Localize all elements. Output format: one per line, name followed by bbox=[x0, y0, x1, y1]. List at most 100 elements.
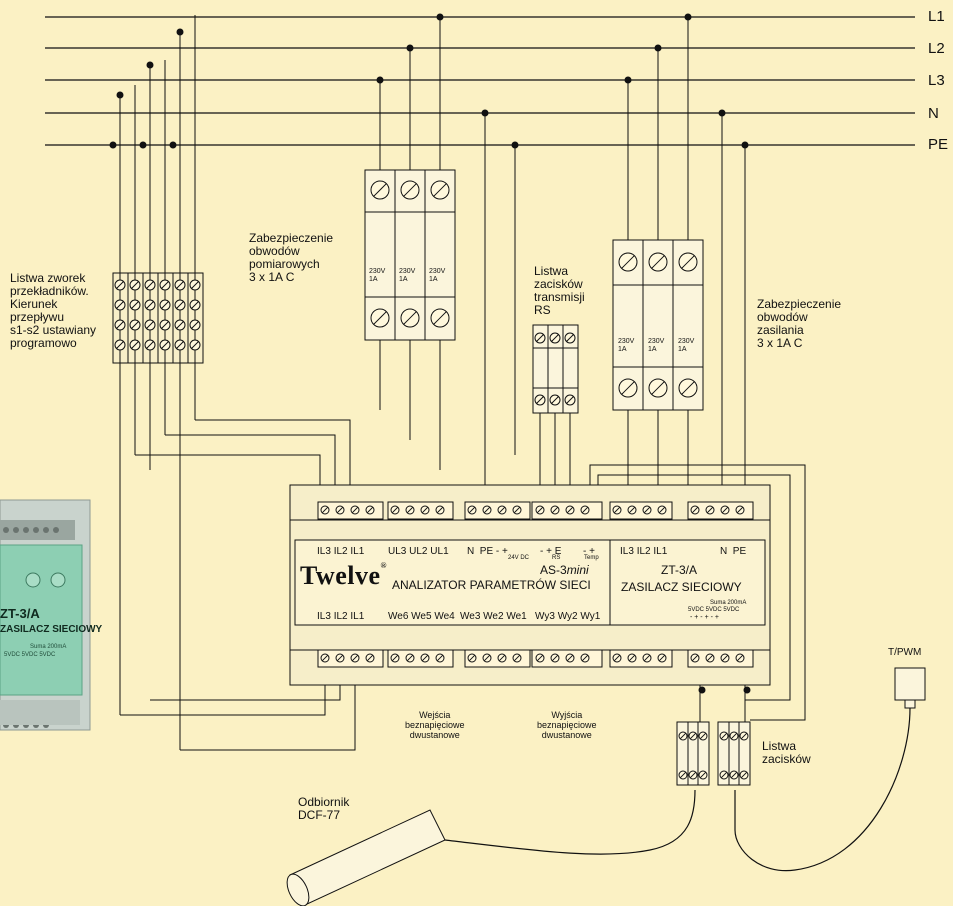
pin-labels-bottom-inputs-a: We6 We5 We4 bbox=[388, 611, 455, 622]
device-screw bbox=[390, 653, 400, 663]
device-screw bbox=[350, 505, 360, 515]
strip-screw bbox=[729, 731, 739, 741]
device-photo bbox=[0, 499, 91, 731]
device-screw bbox=[435, 505, 445, 515]
fuse-screw bbox=[678, 378, 698, 398]
strip-screw bbox=[678, 770, 688, 780]
device-screw bbox=[580, 653, 590, 663]
line-label-l2: L2 bbox=[928, 40, 945, 57]
device-screw bbox=[482, 505, 492, 515]
device-screw bbox=[735, 505, 745, 515]
device-screw bbox=[642, 653, 652, 663]
pin-sublabel-24v: 24V DC bbox=[508, 555, 530, 561]
fuse-screw bbox=[648, 378, 668, 398]
photo-current: Suma 200mA bbox=[30, 644, 67, 650]
ct-screw bbox=[189, 279, 201, 291]
line-label-n: N bbox=[928, 105, 939, 122]
strip-screw bbox=[719, 731, 729, 741]
line-label-l1: L1 bbox=[928, 8, 945, 25]
device-screw bbox=[657, 653, 667, 663]
ct-screw bbox=[159, 319, 171, 331]
device-screw bbox=[390, 505, 400, 515]
device-screw bbox=[420, 505, 430, 515]
device-screw bbox=[467, 653, 477, 663]
rs-screw bbox=[534, 332, 546, 344]
ct-screw bbox=[189, 299, 201, 311]
ct-screw bbox=[174, 339, 186, 351]
device-screw bbox=[497, 505, 507, 515]
device-screw bbox=[642, 505, 652, 515]
device-screw bbox=[350, 653, 360, 663]
pin-labels-psu-ct: IL3 IL2 IL1 bbox=[620, 546, 668, 557]
pin-labels-bottom-outputs: Wy3 Wy2 Wy1 bbox=[535, 611, 601, 622]
device-screw bbox=[690, 505, 700, 515]
psu-model: ZT-3/A bbox=[661, 563, 698, 577]
rs-screw bbox=[549, 332, 561, 344]
device-screw bbox=[535, 653, 545, 663]
device-screw bbox=[365, 505, 375, 515]
line-label-pe: PE bbox=[928, 136, 949, 153]
dcf-receiver bbox=[286, 809, 446, 906]
pin-labels-top-voltage: UL3 UL2 UL1 bbox=[388, 546, 449, 557]
psu-current: Suma 200mA bbox=[710, 600, 747, 606]
fuse-screw bbox=[618, 252, 638, 272]
device-screw bbox=[435, 653, 445, 663]
fuse-screw bbox=[618, 378, 638, 398]
device-screw bbox=[335, 653, 345, 663]
device-screw bbox=[550, 505, 560, 515]
device-screw bbox=[420, 653, 430, 663]
pin-labels-bottom-inputs-b: We3 We2 We1 bbox=[460, 611, 527, 622]
ct-screw bbox=[114, 279, 126, 291]
device-screw bbox=[690, 653, 700, 663]
device-screw bbox=[405, 653, 415, 663]
fuse-screw bbox=[370, 180, 390, 200]
device-screw bbox=[405, 505, 415, 515]
fuse-screw bbox=[400, 308, 420, 328]
ct-screw bbox=[174, 279, 186, 291]
device-screw bbox=[320, 653, 330, 663]
psu-polarity: - + - + - + bbox=[690, 614, 719, 621]
ct-jumper-strip bbox=[112, 272, 204, 364]
ct-screw bbox=[114, 319, 126, 331]
device-bottom-terminals bbox=[317, 649, 754, 668]
cable-dcf bbox=[444, 789, 696, 855]
device-screw bbox=[467, 505, 477, 515]
bottom-terminal-strips bbox=[676, 721, 751, 786]
device-screw bbox=[512, 653, 522, 663]
device-screw bbox=[612, 505, 622, 515]
fuse-screw bbox=[430, 180, 450, 200]
strip-screw bbox=[698, 731, 708, 741]
device-screw bbox=[512, 505, 522, 515]
device-screw bbox=[720, 505, 730, 515]
psu-title: ZASILACZ SIECIOWY bbox=[621, 580, 742, 594]
device-screw bbox=[627, 653, 637, 663]
device-screw bbox=[627, 505, 637, 515]
device-screw bbox=[720, 653, 730, 663]
pin-labels-top-n-pe: N PE - + bbox=[467, 546, 508, 557]
device-screw bbox=[320, 505, 330, 515]
strip-screw bbox=[719, 770, 729, 780]
tpwm-label: T/PWM bbox=[888, 647, 922, 658]
cable-tpwm bbox=[734, 707, 911, 872]
ct-screw bbox=[129, 339, 141, 351]
ct-screw bbox=[174, 299, 186, 311]
pin-labels-top-ct: IL3 IL2 IL1 bbox=[317, 546, 365, 557]
strip-screw bbox=[729, 770, 739, 780]
line-label-l3: L3 bbox=[928, 72, 945, 89]
ct-screw bbox=[129, 279, 141, 291]
ct-screw bbox=[174, 319, 186, 331]
rs-screw bbox=[564, 332, 576, 344]
